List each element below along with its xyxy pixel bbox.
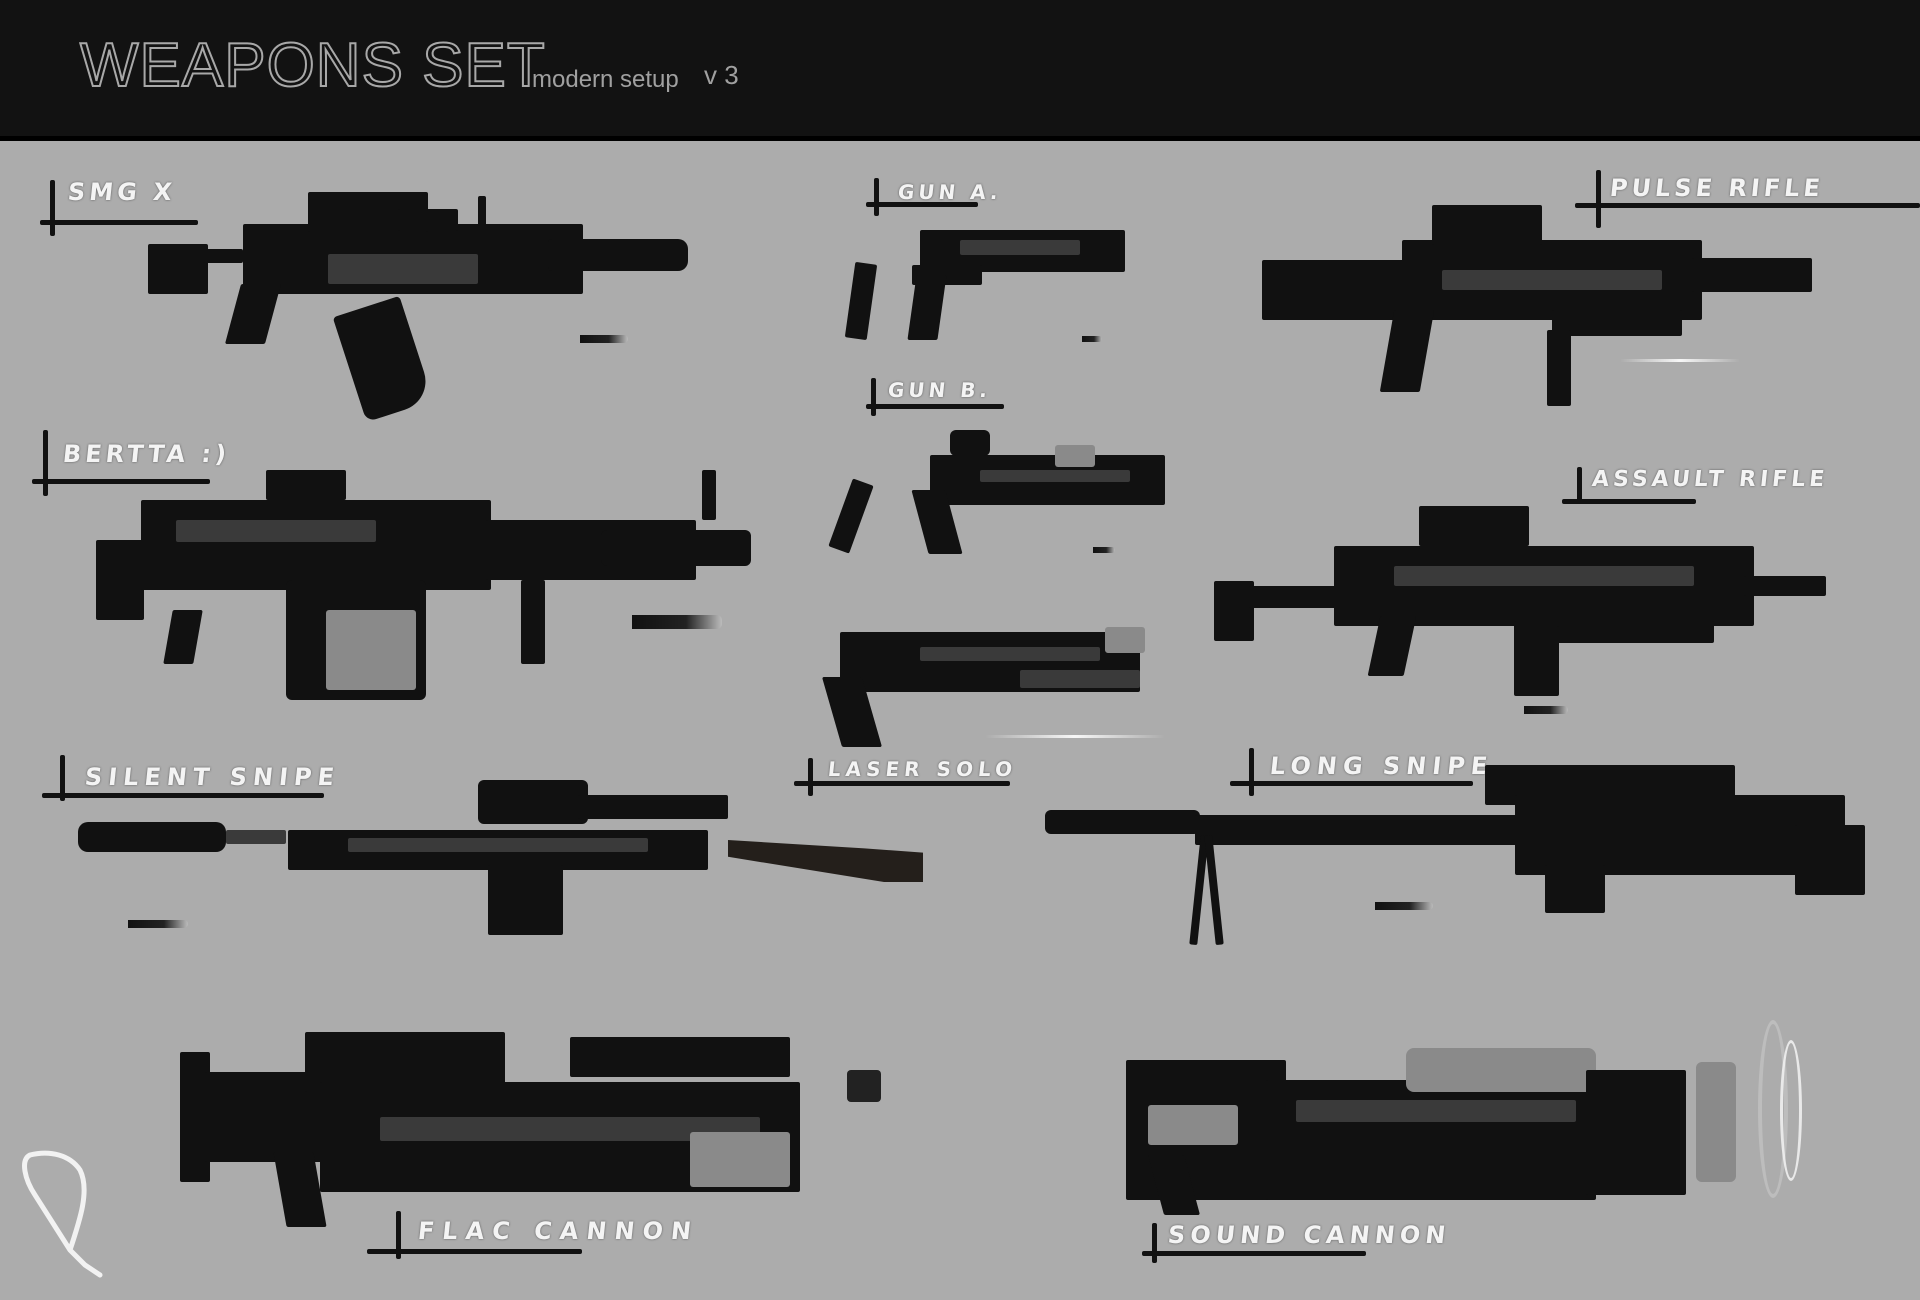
weapon-sound-cannon	[1126, 1040, 1736, 1215]
weapon-silent-snipe	[78, 780, 923, 940]
weapon-bertta	[96, 470, 751, 710]
bullet-bertta	[632, 615, 722, 629]
bullet-long-snipe	[1375, 902, 1433, 910]
artist-signature	[22, 1150, 103, 1278]
laser-streak	[985, 735, 1165, 738]
weapon-long-snipe	[1045, 755, 1865, 946]
bullet-smg-x	[580, 335, 628, 343]
weapon-gun-a	[844, 225, 1130, 345]
weapon-flac-cannon	[180, 1022, 830, 1227]
laser-streak-pulse	[1620, 359, 1740, 362]
canister	[847, 1070, 881, 1102]
page-subtitle: modern setup	[532, 66, 679, 93]
weapon-gun-b	[828, 425, 1165, 555]
sound-wave-ring-inner	[1780, 1040, 1802, 1181]
weapon-pulse-rifle	[1262, 200, 1812, 410]
header-bar: WEAPONS SET modern setup v 3	[0, 0, 1920, 141]
bullet-silent-snipe	[128, 920, 188, 928]
page-title: WEAPONS SET	[79, 30, 546, 101]
bullet-assault-rifle	[1524, 706, 1568, 714]
weapon-assault-rifle	[1214, 506, 1826, 706]
weapon-laser-solo	[820, 622, 1150, 747]
version-label: v 3	[704, 60, 739, 90]
bullet-gun-a	[1082, 336, 1102, 342]
bullet-gun-b	[1093, 547, 1115, 553]
weapon-smg-x	[148, 184, 688, 424]
